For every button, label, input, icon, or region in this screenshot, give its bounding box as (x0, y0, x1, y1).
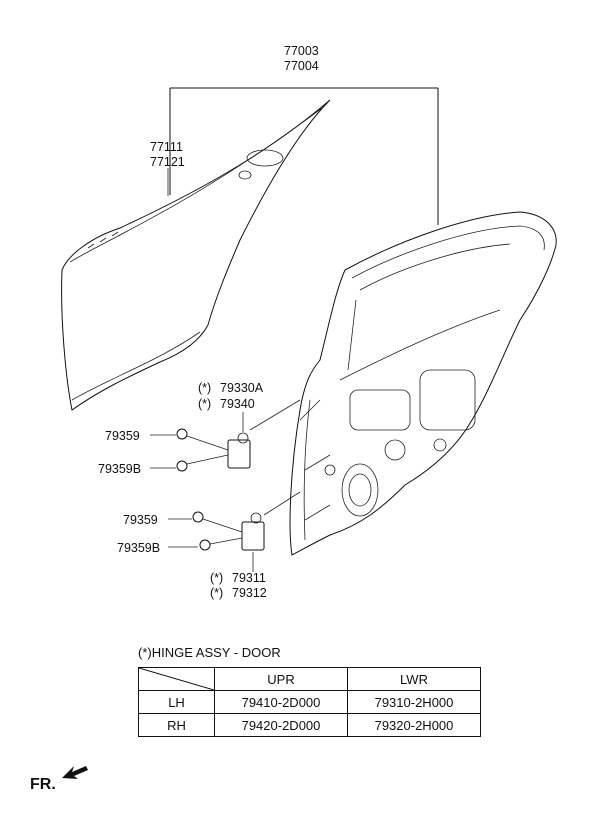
callout-77121: 77121 (150, 155, 185, 169)
callout-79359B-upper: 79359B (98, 462, 141, 476)
front-direction-label: FR. (30, 776, 56, 793)
star-mark: (*) (210, 571, 223, 585)
diagonal-line (139, 668, 214, 690)
callout-79330A: 79330A (220, 381, 264, 395)
forward-arrow-icon (62, 766, 88, 779)
table-cell-upr: 79420-2D000 (214, 713, 348, 737)
lower-hinge (241, 491, 301, 551)
table-cell-lwr: 79320-2H000 (347, 713, 481, 737)
table-row: LH 79410-2D000 79310-2H000 (138, 690, 481, 714)
star-mark: (*) (210, 586, 223, 600)
upper-bolts (176, 428, 229, 472)
leader-lines (167, 87, 439, 225)
callout-leaders (150, 412, 254, 572)
callout-79340: 79340 (220, 397, 255, 411)
table-cell-lwr: 79310-2H000 (347, 690, 481, 714)
callout-79359B-lower: 79359B (117, 541, 160, 555)
door-inner-frame (289, 211, 557, 556)
door-outer-skin (61, 99, 331, 411)
table-row: RH 79420-2D000 79320-2H000 (138, 713, 481, 737)
table-header-lwr: LWR (347, 667, 481, 691)
table-header-row: UPR LWR (138, 667, 481, 691)
callout-77111: 77111 (150, 140, 183, 154)
callout-79359-upper: 79359 (105, 429, 140, 443)
parts-table: UPR LWR LH 79410-2D000 79310-2H000 RH 79… (138, 667, 481, 737)
lower-bolts (192, 511, 243, 551)
callout-77004: 77004 (284, 59, 319, 73)
table-header-upr: UPR (214, 667, 348, 691)
star-mark: (*) (198, 397, 211, 411)
star-mark: (*) (198, 381, 211, 395)
legend-hinge-assy: (*)HINGE ASSY - DOOR (138, 645, 281, 660)
table-corner-cell (138, 667, 215, 691)
callout-79359-lower: 79359 (123, 513, 158, 527)
table-cell-upr: 79410-2D000 (214, 690, 348, 714)
upper-hinge (227, 399, 301, 469)
callout-77003: 77003 (284, 44, 319, 58)
table-cell-side: LH (138, 690, 215, 714)
table-cell-side: RH (138, 713, 215, 737)
callout-79312: 79312 (232, 586, 267, 600)
callout-79311: 79311 (232, 571, 266, 585)
